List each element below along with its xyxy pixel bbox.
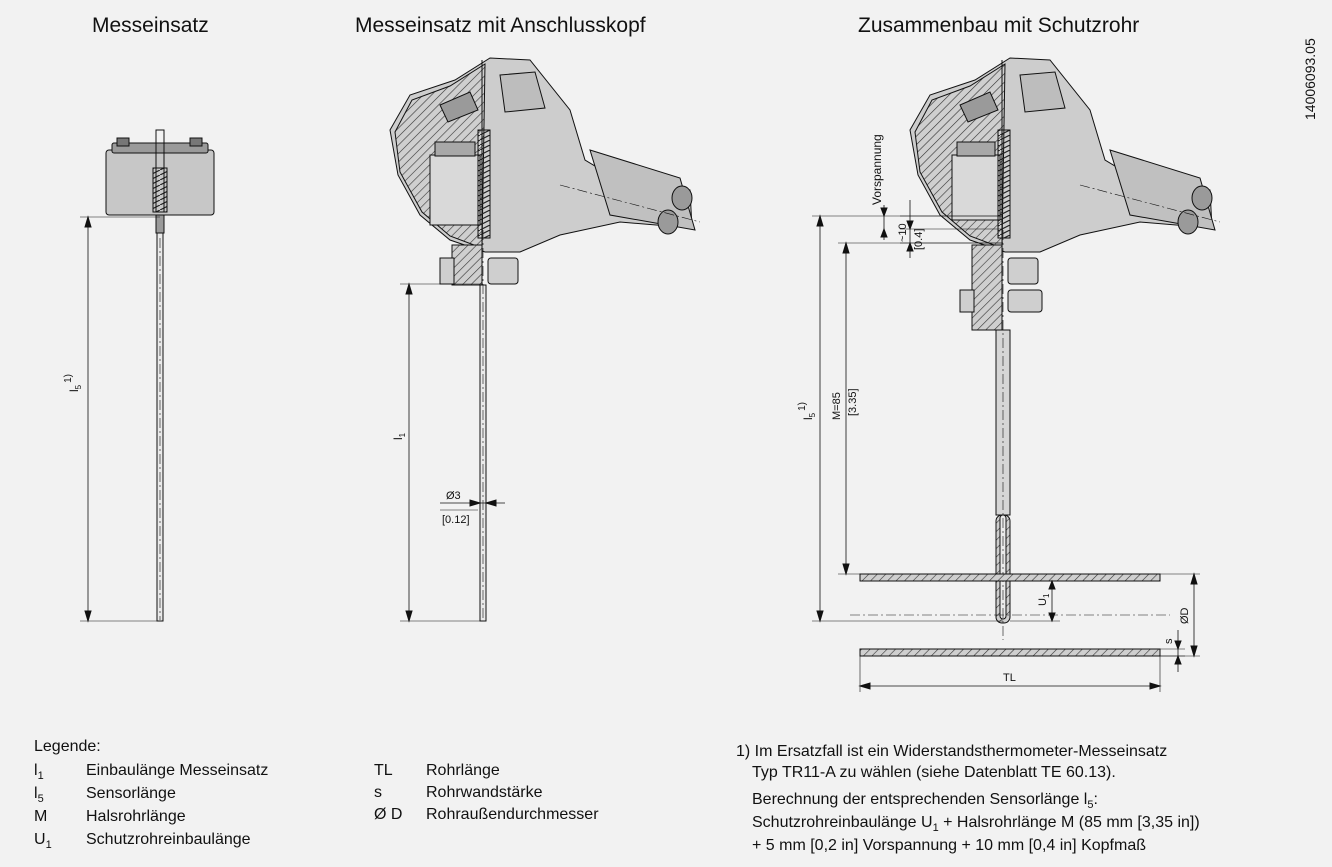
footnote-line-1: 1) Im Ersatzfall ist ein Widerstandsther… — [736, 743, 1168, 760]
footnote-line-3: Berechnung der entsprechenden Sensorläng… — [752, 791, 1098, 811]
dim-l5-insert: l51) — [63, 374, 83, 392]
figure-assembly-thermowell — [812, 57, 1221, 692]
technical-drawing: l51) l1 Ø3 [0.12] — [63, 57, 1221, 692]
dim-diameter: Ø3 — [446, 490, 461, 502]
dim-m-mm: M=85 — [831, 392, 843, 420]
dim-l5-assembly: l51) — [797, 402, 817, 420]
figure-insert-with-head — [389, 57, 701, 623]
legend-heading: Legende: — [34, 738, 101, 755]
footnote: 1) Im Ersatzfall ist ein Widerstandsther… — [736, 741, 1200, 856]
dim-outer-diameter: ØD — [1179, 607, 1191, 624]
title-assembly-thermowell: Zusammenbau mit Schutzrohr — [858, 14, 1140, 37]
dim-head-mm: ~10 — [897, 223, 909, 242]
dim-preload: Vorspannung — [870, 134, 884, 205]
dim-pipe-length: TL — [1003, 672, 1016, 684]
pipe-wall-bottom — [859, 648, 1161, 657]
pipe-wall-top — [859, 573, 1161, 582]
footnote-line-2: Typ TR11-A zu wählen (siehe Datenblatt T… — [752, 764, 1116, 781]
title-insert-with-head: Messeinsatz mit Anschlusskopf — [355, 14, 646, 37]
title-measuring-insert: Messeinsatz — [92, 14, 209, 37]
footnote-line-5: + 5 mm [0,2 in] Vorspannung + 10 mm [0,4… — [752, 837, 1146, 854]
figure-measuring-insert — [80, 129, 215, 623]
dim-m-inch: [3.35] — [847, 388, 859, 416]
footnote-line-4: Schutzrohreinbaulänge U1 + Halsrohrlänge… — [752, 814, 1200, 834]
spring — [152, 167, 168, 213]
dim-head-inch: [0.4] — [913, 229, 925, 250]
dim-l1: l1 — [391, 432, 407, 440]
dim-u1: U1 — [1037, 593, 1051, 606]
dim-diameter-inch: [0.12] — [442, 514, 470, 526]
dim-wall-thickness: s — [1163, 638, 1175, 644]
